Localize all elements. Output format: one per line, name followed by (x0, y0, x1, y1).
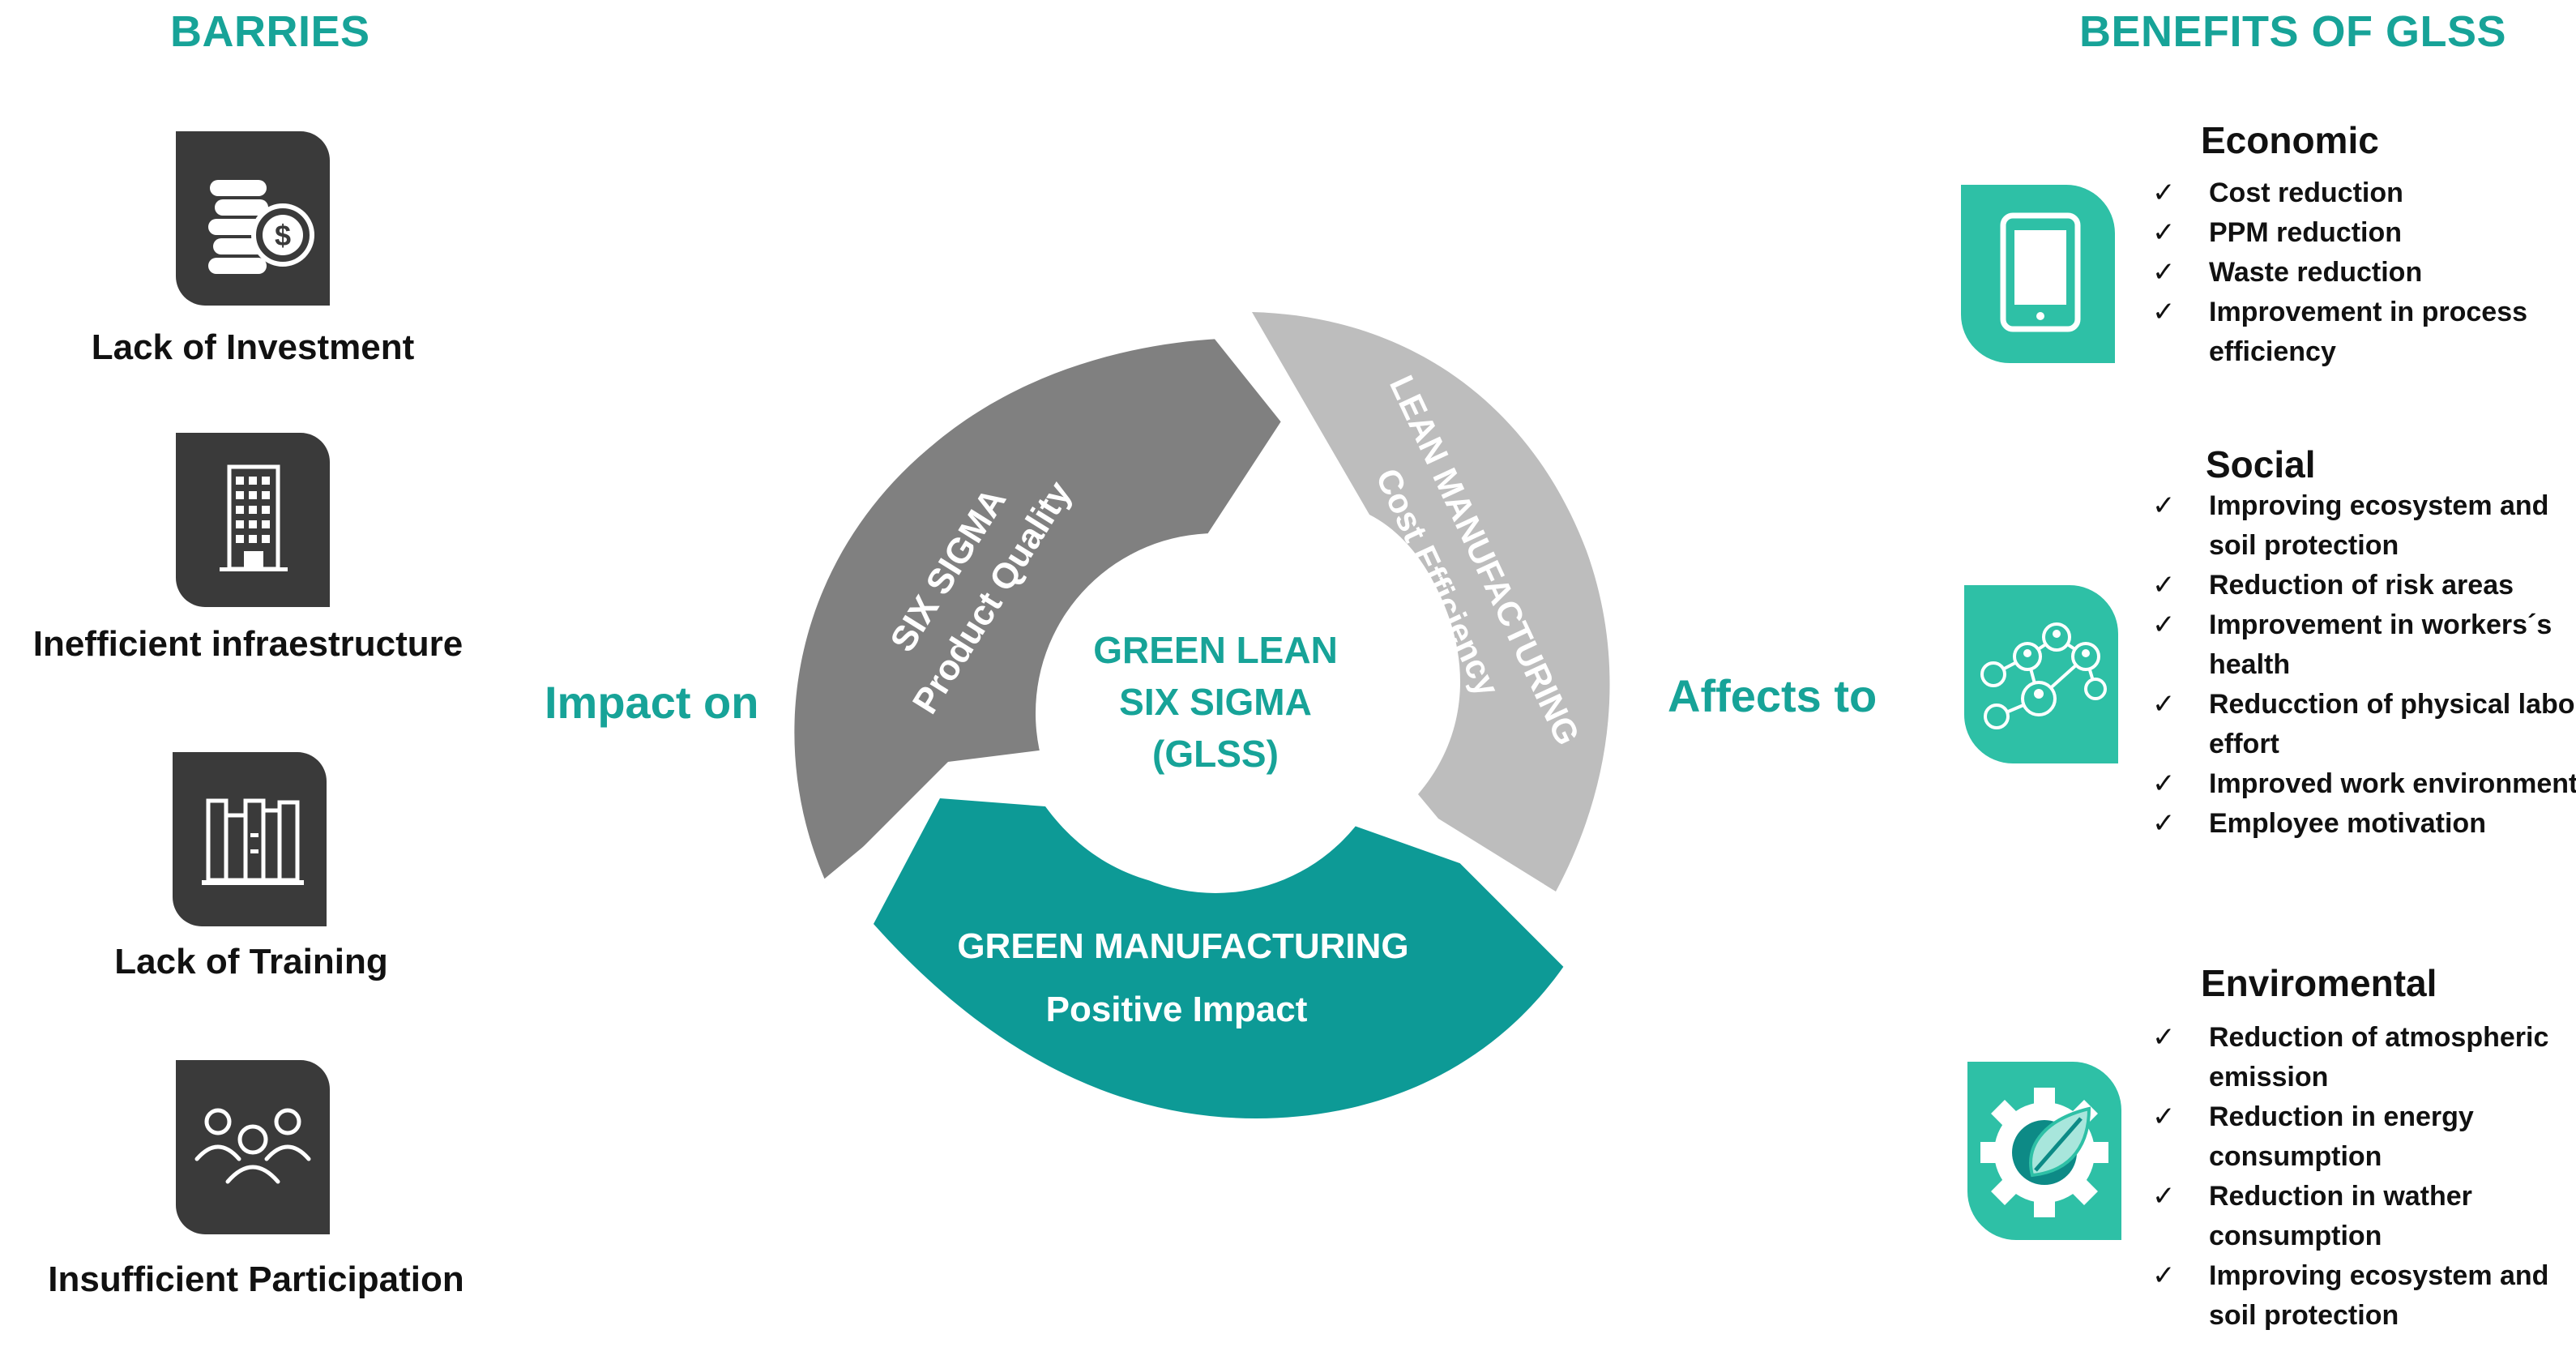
center-circle (1036, 533, 1395, 893)
barrier-label-infrastructure: Inefficient infraestructure (32, 624, 464, 664)
benefit-item: ✓ Improving ecosystem and soil protection (2152, 1256, 2576, 1336)
barrier-label-investment: Lack of Investment (91, 327, 415, 367)
books-icon (173, 752, 327, 926)
benefit-item: ✓ Reduction in energy consumption (2152, 1097, 2576, 1177)
benefit-item: ✓ Improved work environment (2152, 764, 2576, 804)
six-sigma-segment (794, 339, 1284, 883)
benefit-item: ✓ Cost reduction (2152, 173, 2576, 213)
check-mark-icon: ✓ (2152, 217, 2176, 248)
social-title: Social (2206, 443, 2316, 485)
benefit-item: ✓ Improvement in workers´s health (2152, 605, 2576, 685)
benefit-item: ✓ Improving ecosystem and soil protection (2152, 486, 2576, 566)
check-mark-icon: ✓ (2152, 570, 2176, 601)
check-mark-icon: ✓ (2152, 1101, 2176, 1132)
check-mark-icon: ✓ (2152, 1181, 2176, 1212)
svg-text:$: $ (275, 219, 291, 252)
center-line-1: GREEN LEAN (1093, 629, 1338, 671)
barriers-title: BARRIES (170, 7, 370, 56)
social-network-icon (1964, 585, 2118, 763)
benefit-item-label: Waste reduction (2209, 257, 2423, 288)
affects-to-label: Affects to (1668, 670, 1878, 721)
benefit-item-label: Improved work environment (2209, 768, 2576, 799)
check-mark-icon: ✓ (2152, 689, 2176, 720)
economic-title: Economic (2201, 119, 2379, 161)
check-mark-icon: ✓ (2152, 177, 2176, 208)
benefit-item: ✓ Improvement in process efficiency (2152, 293, 2576, 372)
benefit-item-label: Reduction in energy consumption (2209, 1101, 2474, 1172)
benefit-item-label: Cost reduction (2209, 177, 2403, 208)
benefit-item-label: Reducction of physical labor effort (2209, 689, 2576, 759)
benefit-item-label: Improvement in workers´s health (2209, 609, 2553, 680)
environmental-benefit-list: ✓ Reduction of atmospheric emission ✓ Reduc… (2152, 1018, 2576, 1336)
social-benefit-list: ✓ Improving ecosystem and soil protection… (2152, 486, 2576, 844)
barrier-label-participation: Insufficient Participation (48, 1259, 464, 1299)
benefit-item: ✓ Employee motivation (2152, 804, 2576, 844)
check-mark-icon: ✓ (2152, 257, 2176, 288)
economic-benefit-list: ✓ Cost reduction ✓ PPM reduction ✓ Waste redu… (2152, 173, 2576, 372)
green-segment (874, 798, 1564, 1118)
impact-on-label: Impact on (545, 677, 759, 728)
benefit-item: ✓ Reduction of risk areas (2152, 566, 2576, 605)
people-group-icon (176, 1060, 330, 1234)
benefit-item: ✓ Reducction of physical labor effort (2152, 685, 2576, 764)
green-title: GREEN MANUFACTURING (957, 926, 1408, 966)
check-mark-icon: ✓ (2152, 609, 2176, 640)
building-icon (176, 433, 330, 607)
benefit-item-label: PPM reduction (2209, 217, 2403, 248)
coins-dollar-icon: $ (176, 131, 330, 306)
benefit-item-label: Reduction of atmospheric emission (2209, 1022, 2549, 1093)
benefit-item-label: Reduction of risk areas (2209, 570, 2514, 601)
benefit-item: ✓ PPM reduction (2152, 213, 2576, 253)
tablet-icon (1961, 185, 2115, 363)
center-line-3: (GLSS) (1152, 733, 1279, 775)
check-mark-icon: ✓ (2152, 490, 2176, 521)
benefits-title: BENEFITS OF GLSS (2079, 7, 2507, 56)
green-subtitle: Positive Impact (1046, 990, 1308, 1029)
check-mark-icon: ✓ (2152, 808, 2176, 839)
benefit-item-label: Reduction in wather consumption (2209, 1181, 2472, 1251)
check-mark-icon: ✓ (2152, 1260, 2176, 1291)
benefit-item-label: Improving ecosystem and soil protection (2209, 490, 2549, 561)
benefit-item: ✓ Waste reduction (2152, 253, 2576, 293)
barrier-label-training: Lack of Training (114, 942, 388, 981)
benefit-item: ✓ Reduction in wather consumption (2152, 1177, 2576, 1256)
benefit-item-label: Employee motivation (2209, 808, 2486, 839)
check-mark-icon: ✓ (2152, 1022, 2176, 1053)
check-mark-icon: ✓ (2152, 297, 2176, 327)
glss-cycle-diagram: GREEN LEAN SIX SIGMA (GLSS) SIX SIGMA Pr… (794, 312, 1610, 1118)
center-line-2: SIX SIGMA (1119, 681, 1312, 723)
benefit-item-label: Improvement in process efficiency (2209, 297, 2528, 367)
benefit-item: ✓ Reduction of atmospheric emission (2152, 1018, 2576, 1097)
environmental-title: Enviromental (2201, 962, 2437, 1004)
benefit-item-label: Improving ecosystem and soil protection (2209, 1260, 2549, 1331)
gear-leaf-icon (1967, 1062, 2121, 1240)
check-mark-icon: ✓ (2152, 768, 2176, 799)
lean-segment (1252, 312, 1610, 892)
